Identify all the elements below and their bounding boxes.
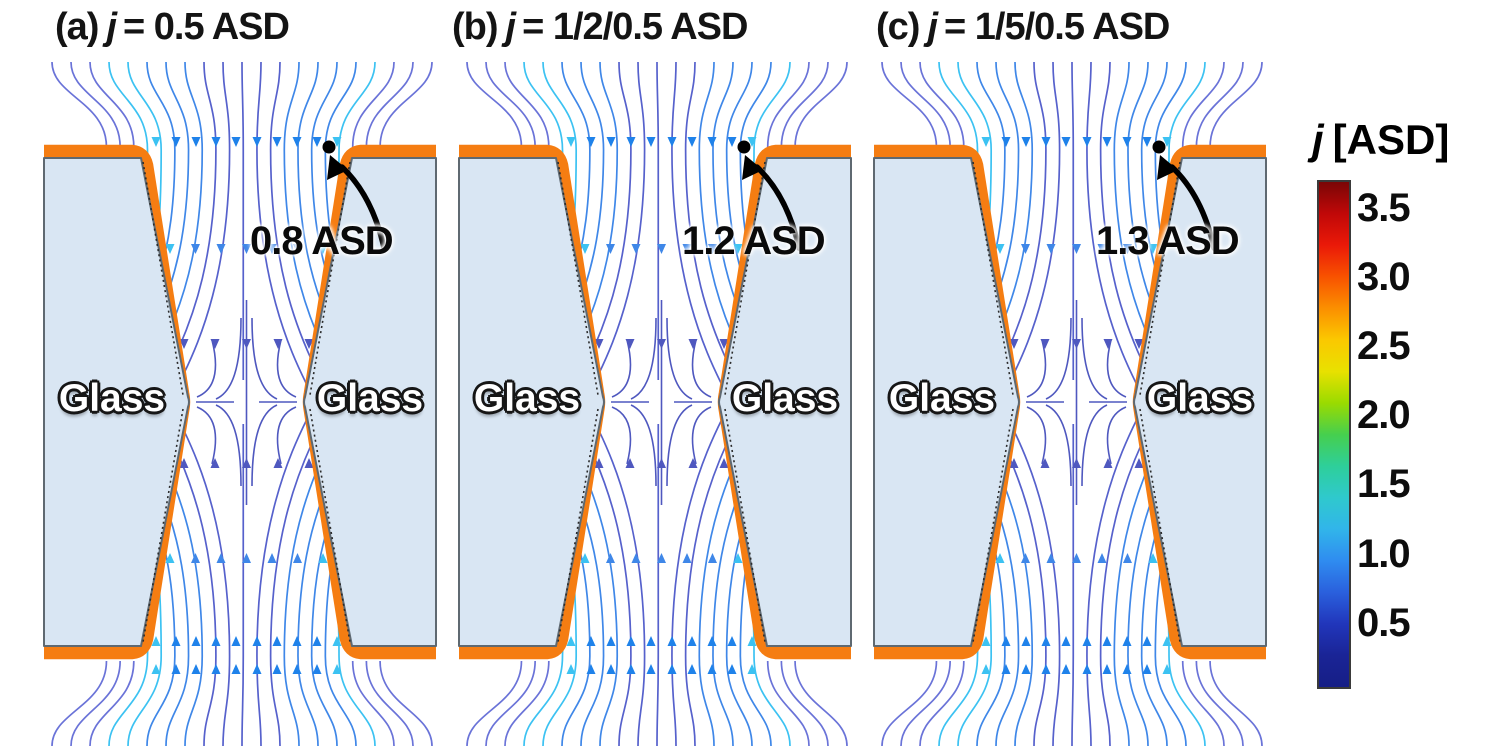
flow-arrows — [981, 137, 1172, 674]
streamlines — [466, 61, 848, 746]
colorbar-tick-1: 3.0 — [1357, 255, 1411, 299]
panel-title-a: (a)j= 0.5 ASD — [55, 6, 290, 49]
glass-label-right-b: Glass — [731, 377, 839, 420]
colorbar-tick-6: 0.5 — [1357, 601, 1411, 645]
glass-label-left-a: Glass — [58, 377, 166, 420]
glass-label-right-a: Glass — [316, 377, 424, 420]
saddle-streamlines — [1026, 300, 1127, 505]
colorbar-tick-0: 3.5 — [1357, 186, 1411, 230]
panel-graphics-c — [873, 61, 1267, 746]
panel-graphics-a — [43, 61, 437, 746]
annotation-arrow-b — [737, 140, 802, 251]
flow-arrows — [566, 137, 757, 674]
colorbar-tick-4: 1.5 — [1357, 462, 1411, 506]
colorbar-tick-3: 2.0 — [1357, 393, 1411, 437]
panel-graphics-b — [458, 61, 852, 746]
annotation-label-c: 1.3 ASD — [1096, 219, 1240, 263]
colorbar-symbol: j — [1312, 116, 1324, 163]
saddle-streamlines — [196, 300, 297, 505]
panel-label: (c) — [876, 6, 920, 48]
glass-body — [43, 157, 437, 647]
flow-arrows — [151, 137, 342, 674]
colorbar-unit: [ASD] — [1332, 116, 1450, 163]
glass-body — [458, 157, 852, 647]
colorbar-tick-5: 1.0 — [1357, 532, 1411, 576]
streamlines — [51, 61, 433, 746]
glass-label-right-c: Glass — [1146, 377, 1254, 420]
glass-label-left-c: Glass — [888, 377, 996, 420]
colorbar-tick-2: 2.5 — [1357, 324, 1411, 368]
glass-label-left-b: Glass — [473, 377, 581, 420]
panel-label: (a) — [55, 6, 99, 48]
j-symbol: j — [106, 6, 117, 48]
saddle-streamlines — [611, 300, 712, 505]
panel-title-c: (c)j= 1/5/0.5 ASD — [876, 6, 1170, 49]
colorbar-title: j[ASD] — [1312, 116, 1449, 164]
annotation-arrow-c — [1152, 140, 1217, 251]
panel-current: = 1/5/0.5 ASD — [944, 6, 1170, 48]
panel-current: = 0.5 ASD — [123, 6, 290, 48]
j-symbol: j — [505, 6, 517, 48]
j-symbol: j — [927, 6, 938, 48]
glass-body — [873, 157, 1267, 647]
panel-label: (b) — [452, 6, 499, 48]
annotation-label-b: 1.2 ASD — [682, 219, 826, 263]
annotation-label-a: 0.8 ASD — [250, 219, 394, 263]
colorbar-gradient — [1317, 180, 1351, 689]
annotation-arrow-a — [322, 140, 387, 251]
panel-current: = 1/2/0.5 ASD — [522, 6, 748, 48]
panel-title-b: (b)j= 1/2/0.5 ASD — [452, 6, 748, 49]
